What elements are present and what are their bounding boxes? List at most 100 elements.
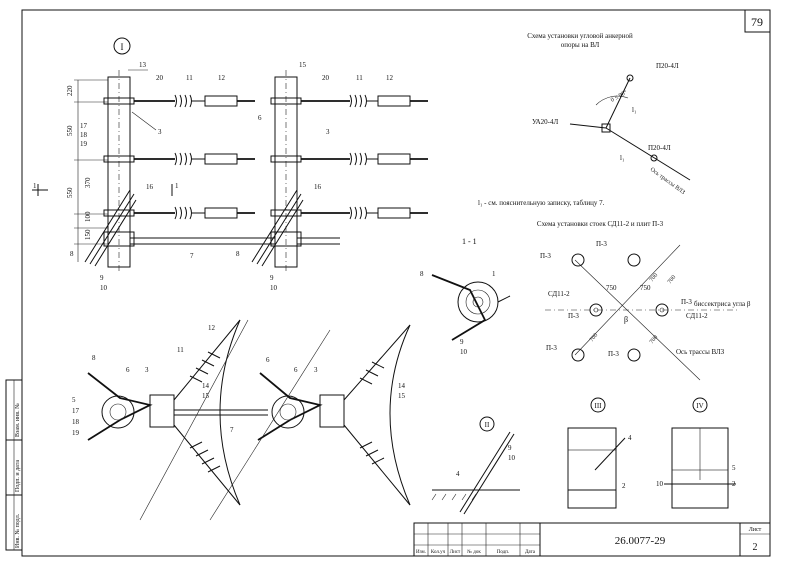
- col-doc: № док: [467, 549, 481, 555]
- lbl-11-a: 11: [186, 74, 193, 82]
- lbl-17-a: 17: [80, 122, 88, 130]
- lbl-20-a: 20: [156, 74, 164, 82]
- lbl-15-c: 15: [398, 392, 406, 400]
- scheme1-axis: Ось трассы ВЛЗ: [649, 167, 686, 196]
- cut-mark-left: 1: [33, 182, 37, 190]
- sheet-label: Лист: [749, 527, 762, 533]
- lbl-12-b: 12: [386, 74, 394, 82]
- detail-3: III 4 2: [567, 397, 632, 509]
- lbl-15-b: 15: [202, 392, 210, 400]
- dim-220: 220: [66, 85, 74, 96]
- scheme1-ua: УА20-4Л: [532, 118, 559, 126]
- lbl-16-b: 16: [314, 183, 322, 191]
- d700-b: 700: [667, 275, 677, 286]
- lbl-13-a: 13: [139, 61, 147, 69]
- scheme1-l1-a: l₁: [632, 106, 636, 114]
- string-mid-right: [301, 152, 428, 166]
- section-1-1: 1 - 1 8 1 9 10: [420, 237, 511, 356]
- col-izm: Изм.: [416, 550, 426, 555]
- lbl-9-a: 9: [100, 274, 104, 282]
- p3-6: П-3: [608, 350, 619, 358]
- lbl-12-a: 12: [218, 74, 226, 82]
- cut-mark-right: 1: [175, 182, 179, 190]
- detail-2-mark: II: [485, 421, 490, 429]
- lbl-3-c: 3: [145, 366, 149, 374]
- p3-4: П-3: [681, 298, 692, 306]
- string-mid-left: [134, 152, 255, 166]
- string-top-left: [134, 94, 255, 108]
- lbl-6-d: 6: [294, 366, 298, 374]
- lbl-8-d: 8: [420, 270, 424, 278]
- scheme1-p-top: П20-4Л: [656, 62, 679, 70]
- col-list: Лист: [450, 550, 461, 555]
- lbl-14-b: 14: [398, 382, 406, 390]
- p3-3: П-3: [568, 312, 579, 320]
- string-top-right: [301, 94, 428, 108]
- lbl-6-b: 6: [126, 366, 130, 374]
- sheet-number: 2: [753, 542, 758, 553]
- lbl-10-b: 10: [270, 284, 278, 292]
- lbl-15-a: 15: [299, 61, 307, 69]
- lbl-11-b: 11: [356, 74, 363, 82]
- drawing-code: 26.0077-29: [615, 535, 666, 547]
- lbl-10-d: 10: [508, 454, 516, 462]
- dim-550-a: 550: [66, 125, 74, 136]
- lbl-7-b: 7: [230, 426, 234, 434]
- dim-370: 370: [84, 177, 92, 188]
- lbl-8-c: 8: [92, 354, 96, 362]
- lbl-18-b: 18: [72, 418, 80, 426]
- lbl-5-b: 5: [732, 464, 736, 472]
- section-title: 1 - 1: [462, 237, 477, 246]
- col-podp: Подп.: [497, 550, 509, 555]
- scheme-angle-anchor: Схема установки угловой анкерной опоры н…: [478, 32, 691, 207]
- lbl-1-a: 1: [492, 270, 496, 278]
- stamp-text-2: Подп. и дата: [15, 460, 21, 492]
- lbl-4-a: 4: [456, 470, 460, 478]
- scheme1-l1-b: l₁: [620, 154, 624, 162]
- title-block: Изм. Кол.уч Лист № док Подп. Дата 26.007…: [413, 522, 771, 557]
- scheme1-note: l₁ - см. пояснительную записку, таблицу …: [478, 199, 605, 207]
- lbl-9-b: 9: [270, 274, 274, 282]
- lbl-5-a: 5: [72, 396, 76, 404]
- scheme1-title-l2: опоры на ВЛ: [561, 41, 600, 49]
- string-bot-left: [134, 206, 255, 220]
- scheme2-title: Схема установки стоек СД11-2 и плит П-3: [537, 220, 664, 228]
- lbl-16-a: 16: [146, 183, 154, 191]
- lbl-14-a: 14: [202, 382, 210, 390]
- string-bot-right: [301, 206, 428, 220]
- view-1-mark: I: [121, 42, 124, 52]
- stamp-text-1: Взам. инв. №: [15, 403, 21, 437]
- p3-2: П-3: [596, 240, 607, 248]
- scheme-posts-plates: Схема установки стоек СД11-2 и плит П-3 …: [537, 220, 751, 381]
- beta: β: [624, 315, 628, 324]
- page-number: 79: [751, 15, 763, 29]
- lbl-18-a: 18: [80, 131, 88, 139]
- lbl-3-a: 3: [158, 128, 162, 136]
- scheme1-p-bot: П20-4Л: [648, 144, 671, 152]
- lbl-12-c: 12: [208, 324, 216, 332]
- d750-a: 750: [606, 284, 617, 292]
- plan-view: 8 6 3 5 17 18 19 11 12 14 15 7 6 6 3 14 …: [72, 319, 411, 521]
- lbl-3-b: 3: [326, 128, 330, 136]
- d700-a: 700: [649, 273, 659, 284]
- lbl-19-a: 19: [80, 140, 88, 148]
- detail-4-mark: IV: [696, 402, 703, 410]
- detail-4: IV 5 2 10: [656, 397, 736, 509]
- lbl-7-a: 7: [190, 252, 194, 260]
- lbl-19-b: 19: [72, 429, 80, 437]
- col-data: Дата: [525, 550, 536, 555]
- sd-left: СД11-2: [548, 290, 570, 298]
- d700-c: 700: [589, 333, 599, 344]
- dim-150: 150: [84, 229, 92, 240]
- dim-550-b: 550: [66, 187, 74, 198]
- lbl-2-b: 2: [732, 480, 736, 488]
- scheme2-axis: Ось трассы ВЛЗ: [676, 348, 725, 356]
- lbl-10-c: 10: [460, 348, 468, 356]
- detail-3-mark: III: [595, 402, 603, 410]
- dim-100: 100: [84, 211, 92, 222]
- stamp-text-3: Инв. № подл.: [15, 513, 21, 548]
- lbl-17-b: 17: [72, 407, 80, 415]
- lbl-8-b: 8: [236, 250, 240, 258]
- d750-b: 750: [640, 284, 651, 292]
